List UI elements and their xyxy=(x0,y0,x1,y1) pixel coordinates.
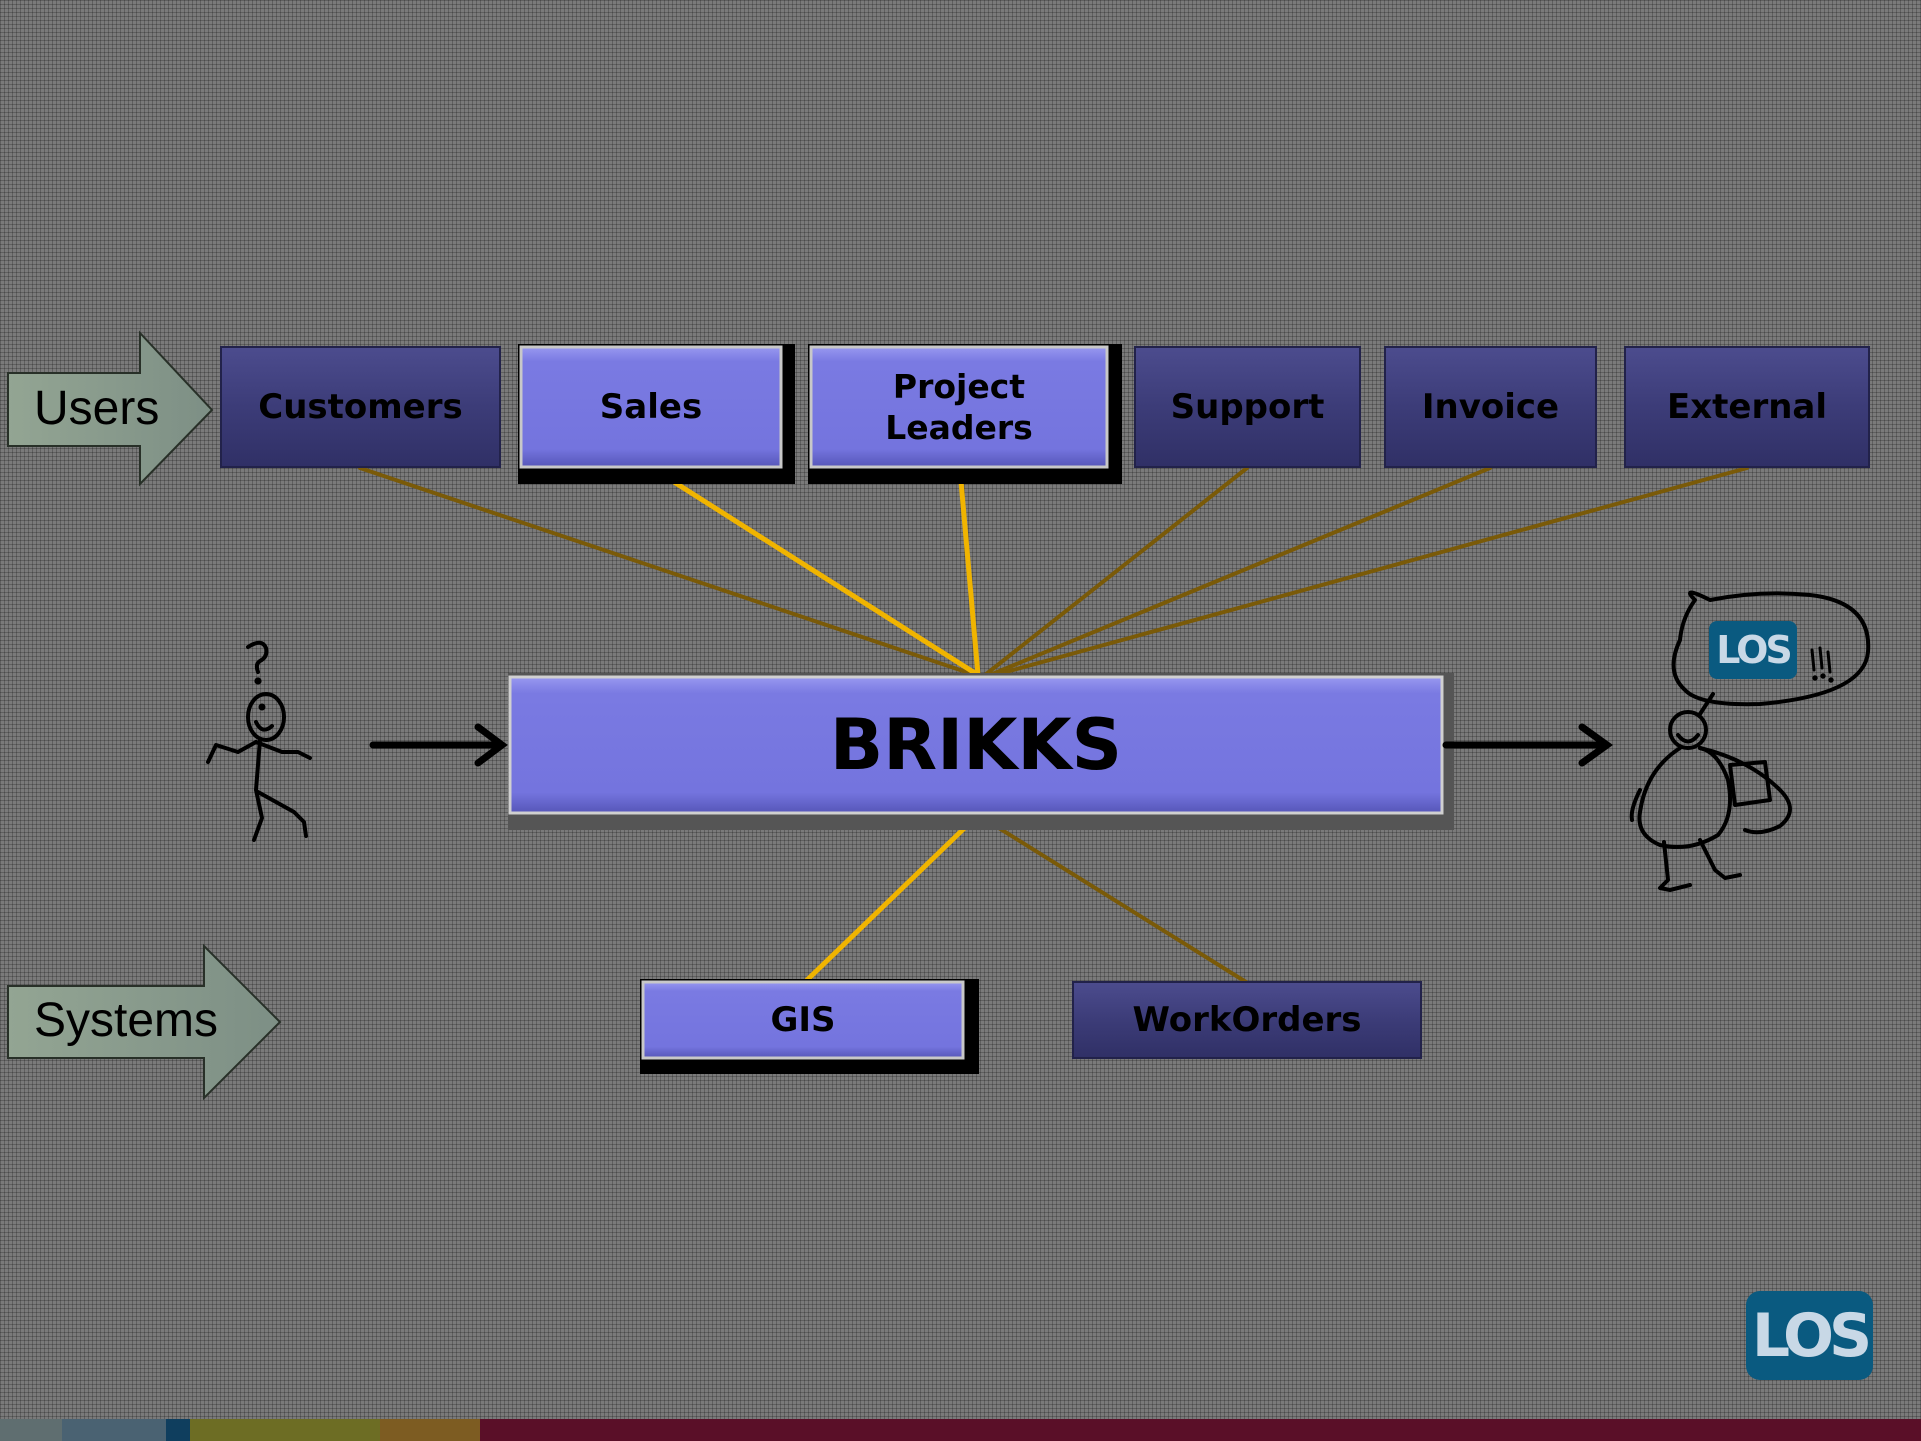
gis-box-shape xyxy=(641,980,965,1060)
project-leaders-box-shape xyxy=(809,345,1109,469)
line-workorders xyxy=(976,813,1248,984)
invoice-box-shape xyxy=(1384,346,1597,468)
los-logo: LOS xyxy=(1751,1300,1872,1371)
workorders-box-shape xyxy=(1072,981,1422,1059)
confused-person-icon xyxy=(206,640,312,842)
sales-box-shape xyxy=(519,345,783,469)
external-box-shape xyxy=(1624,346,1870,468)
line-customers xyxy=(358,466,977,677)
brikks-box-shape xyxy=(508,675,1444,815)
support-box-shape xyxy=(1134,346,1361,468)
input-flow-arrow xyxy=(369,723,508,767)
line-external xyxy=(993,466,1749,677)
exclamation-marks-icon xyxy=(1810,646,1834,683)
los-logo-bg xyxy=(1746,1291,1873,1380)
output-flow-arrow xyxy=(1442,723,1613,767)
customers-box-shape xyxy=(220,346,501,468)
line-gis xyxy=(802,812,981,985)
line-invoice xyxy=(988,466,1492,677)
connector-lines xyxy=(358,465,1749,985)
happy-person-icon xyxy=(1629,590,1871,892)
users-arrow-shape xyxy=(7,330,214,487)
speech-los-logo-bg xyxy=(1709,621,1797,679)
line-project-leaders xyxy=(957,467,981,678)
systems-arrow-shape xyxy=(7,943,282,1101)
users-arrow-label: Users xyxy=(34,382,160,435)
speech-bubble-los-logo: LOS xyxy=(1716,628,1793,672)
line-support xyxy=(983,466,1249,677)
systems-arrow-label: Systems xyxy=(34,994,219,1047)
bottom-color-strip xyxy=(0,1419,1921,1441)
line-sales xyxy=(649,465,981,678)
